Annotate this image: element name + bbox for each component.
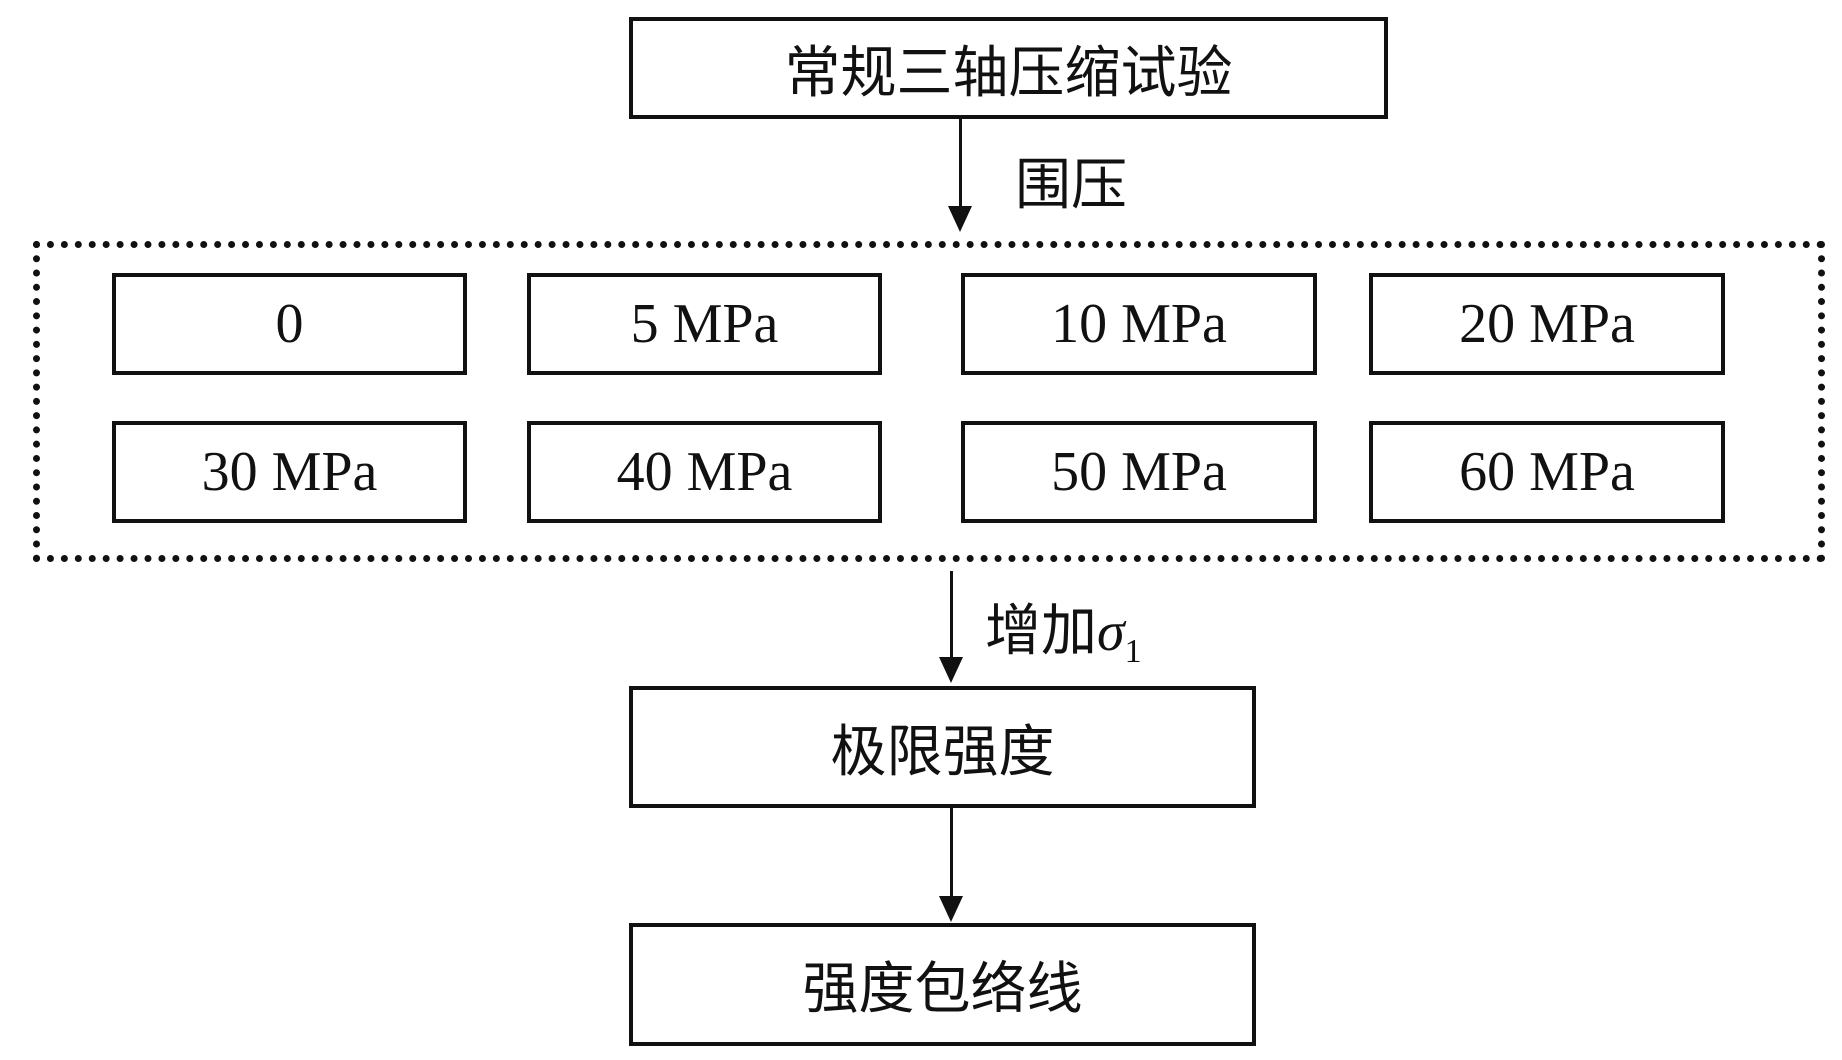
triaxial-test-label: 常规三轴压缩试验 [784,42,1233,105]
sigma-symbol: σ [1097,601,1125,663]
arrow-confining-line [959,119,962,209]
arrow-envelope-line [950,808,953,898]
pressure-box-0: 0 [112,273,467,375]
pressure-box-40: 40 MPa [527,421,882,523]
sigma-subscript: 1 [1124,633,1142,670]
arrow-sigma-head-icon [939,657,963,683]
pressure-label: 10 MPa [1051,293,1227,355]
pressure-label: 30 MPa [201,441,378,503]
pressure-label: 20 MPa [1459,293,1635,355]
strength-envelope-label: 强度包络线 [802,959,1083,1021]
increase-text: 增加 [985,601,1097,663]
pressure-box-50: 50 MPa [961,421,1317,523]
confining-pressure-label: 围压 [1015,155,1127,217]
pressure-label: 40 MPa [616,441,793,503]
pressure-box-10: 10 MPa [961,273,1317,375]
pressure-label: 0 [275,293,304,355]
pressure-label: 50 MPa [1051,441,1227,503]
pressure-label: 60 MPa [1459,441,1635,503]
strength-envelope-box: 强度包络线 [629,923,1256,1046]
pressure-group [33,241,1825,562]
arrow-envelope-head-icon [939,896,963,922]
pressure-label: 5 MPa [630,293,779,355]
arrow-confining-head-icon [948,206,972,232]
arrow-sigma-line [950,571,953,659]
pressure-box-60: 60 MPa [1369,421,1725,523]
pressure-box-30: 30 MPa [112,421,467,523]
ultimate-strength-label: 极限强度 [830,721,1055,784]
triaxial-test-box: 常规三轴压缩试验 [629,17,1388,119]
pressure-box-20: 20 MPa [1369,273,1725,375]
ultimate-strength-box: 极限强度 [629,686,1256,808]
increase-sigma-label: 增加σ1 [985,586,1142,671]
pressure-box-5: 5 MPa [527,273,882,375]
